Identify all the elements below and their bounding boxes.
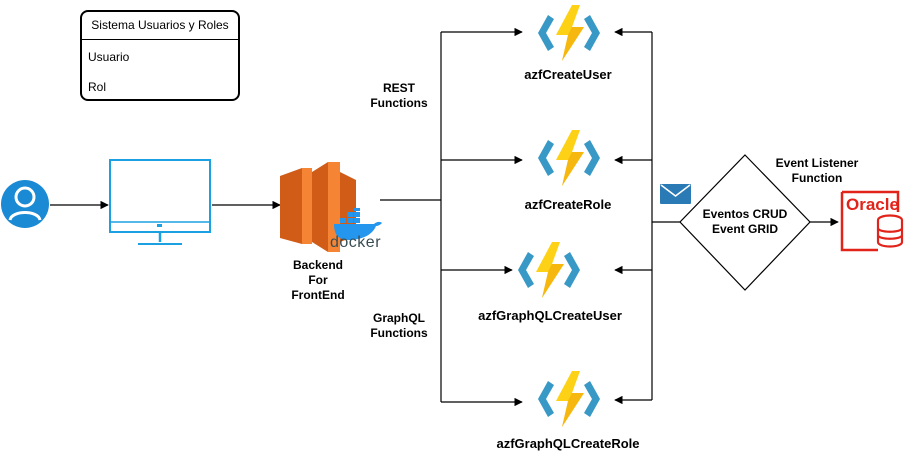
event-listener-label: Event Listener Function — [762, 156, 872, 186]
docker-icon — [334, 208, 382, 240]
backend-label: Backend For FrontEnd — [278, 258, 358, 303]
entity-title: Sistema Usuarios y Roles — [82, 12, 238, 40]
event-grid-label: Eventos CRUD Event GRID — [695, 207, 795, 237]
azure-function-icon-graphql-role — [538, 371, 600, 427]
rest-functions-label: REST Functions — [362, 81, 436, 111]
oracle-database-icon — [840, 190, 904, 252]
function-label-graphql-createuser: azfGraphQLCreateUser — [478, 308, 622, 323]
event-grid-diamond — [679, 154, 811, 291]
graphql-label-line-2: Functions — [370, 326, 428, 340]
entity-field-rol: Rol — [88, 80, 107, 94]
function-label-createrole: azfCreateRole — [524, 197, 612, 212]
monitor-icon — [109, 159, 211, 245]
entity-box: Sistema Usuarios y Roles Usuario Rol — [80, 10, 240, 101]
graphql-functions-label: GraphQL Functions — [362, 311, 436, 341]
azure-function-icon-createrole — [538, 130, 600, 186]
rest-label-line-2: Functions — [370, 96, 428, 110]
oracle-text: Oracle — [846, 195, 899, 214]
function-label-graphql-createrole: azfGraphQLCreateRole — [496, 436, 640, 451]
azure-function-icon-graphql-user — [518, 242, 580, 298]
backend-label-line-2: For — [308, 273, 328, 287]
event-grid-line-1: Eventos CRUD — [702, 207, 788, 221]
user-icon — [1, 180, 49, 228]
azure-function-icon-createuser — [538, 5, 600, 61]
backend-label-line-3: FrontEnd — [291, 288, 345, 302]
backend-label-line-1: Backend — [292, 258, 344, 272]
event-listener-line-2: Function — [791, 171, 843, 185]
rest-label-line-1: REST — [382, 81, 415, 95]
event-listener-line-1: Event Listener — [775, 156, 859, 170]
envelope-icon — [660, 184, 691, 204]
docker-text: docker — [330, 234, 382, 251]
entity-field-usuario: Usuario — [88, 50, 130, 64]
graphql-label-line-1: GraphQL — [372, 311, 425, 325]
function-label-createuser: azfCreateUser — [524, 67, 612, 82]
event-grid-line-2: Event GRID — [711, 222, 778, 236]
